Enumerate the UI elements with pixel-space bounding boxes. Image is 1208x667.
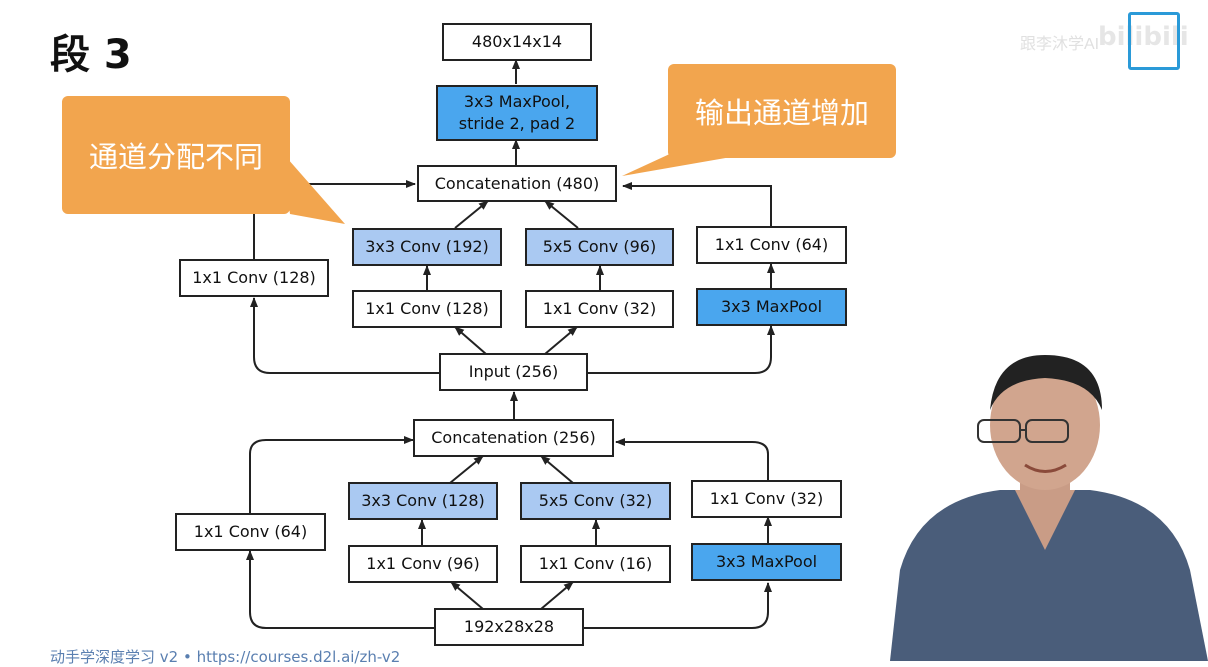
concat-256-node: Concatenation (256)	[413, 419, 614, 457]
arrow-b1-3x3-to-concat	[449, 455, 484, 484]
bilibili-logo-text: bilibili	[1098, 22, 1189, 52]
b2-path4-maxpool: 3x3 MaxPool	[696, 288, 847, 326]
channel-watermark: 跟李沐学AI	[1020, 36, 1100, 53]
maxpool-stride-node: 3x3 MaxPool, stride 2, pad 2	[436, 85, 598, 141]
arrow-b1-path1-to-concat	[249, 436, 414, 513]
arrow-input-to-path4	[588, 325, 775, 374]
arrow-b1-input-to-path1	[246, 550, 435, 629]
b1-path1-1x1-conv: 1x1 Conv (64)	[175, 513, 326, 551]
callout-channel-allocation: 通道分配不同	[62, 96, 290, 214]
b1-path4-maxpool: 3x3 MaxPool	[691, 543, 842, 581]
b1-path2-1x1-conv: 1x1 Conv (96)	[348, 545, 498, 583]
arrow-3x3-to-concat	[454, 200, 489, 229]
arrow-input-to-path2	[454, 326, 487, 355]
concat-480-node: Concatenation (480)	[417, 165, 617, 202]
callout-output-channels: 输出通道增加	[668, 64, 896, 158]
b1-input-node: 192x28x28	[434, 608, 584, 646]
b1-path3-5x5-conv: 5x5 Conv (32)	[520, 482, 671, 520]
b1-path2-3x3-conv: 3x3 Conv (128)	[348, 482, 498, 520]
arrow-5x5-to-concat	[544, 200, 579, 229]
arrow-b1-input-to-path4	[583, 582, 772, 629]
b1-path4-1x1-conv: 1x1 Conv (32)	[691, 480, 842, 518]
footer-course-link[interactable]: 动手学深度学习 v2 • https://courses.d2l.ai/zh-v…	[50, 648, 401, 666]
output-shape-node: 480x14x14	[442, 23, 592, 61]
arrow-path4-to-concat	[622, 182, 772, 227]
presenter-image	[890, 355, 1208, 661]
b2-path2-1x1-conv: 1x1 Conv (128)	[352, 290, 502, 328]
arrow-b1-input-to-path2	[450, 581, 484, 610]
b2-path3-1x1-conv: 1x1 Conv (32)	[525, 290, 674, 328]
arrow-b1-input-to-path3	[540, 581, 574, 610]
b2-path4-1x1-conv: 1x1 Conv (64)	[696, 226, 847, 264]
b2-path3-5x5-conv: 5x5 Conv (96)	[525, 228, 674, 266]
slide-title: 段 3	[50, 32, 132, 78]
b2-path2-3x3-conv: 3x3 Conv (192)	[352, 228, 502, 266]
d2l-logo-icon	[1128, 12, 1180, 70]
b1-path3-1x1-conv: 1x1 Conv (16)	[520, 545, 671, 583]
arrow-input-to-path3	[544, 326, 578, 355]
arrow-input-to-path1	[250, 297, 440, 374]
b2-input-node: Input (256)	[439, 353, 588, 391]
arrow-b1-5x5-to-concat	[540, 455, 574, 484]
b2-path1-1x1-conv: 1x1 Conv (128)	[179, 259, 329, 297]
arrow-b1-path4-to-concat	[615, 438, 769, 481]
